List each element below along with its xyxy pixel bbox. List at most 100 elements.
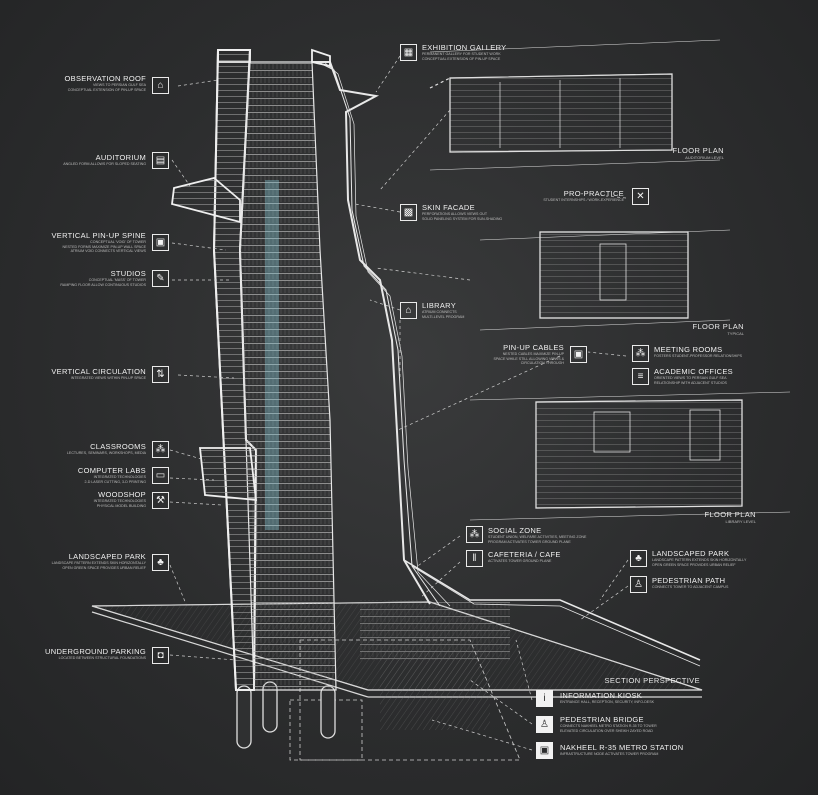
document-icon: ≡ bbox=[632, 368, 649, 385]
train-icon: ▣ bbox=[536, 742, 553, 759]
library-title: LIBRARY bbox=[422, 301, 457, 310]
floor-plan-auditorium-caption: FLOOR PLAN AUDITORIUM LEVEL bbox=[620, 146, 724, 160]
library-sub2: MULTI-LEVEL PROGRAM bbox=[422, 314, 465, 319]
pinup-spine-title: VERTICAL PIN-UP SPINE bbox=[51, 231, 146, 240]
parking-title: UNDERGROUND PARKING bbox=[45, 647, 146, 656]
gallery-icon: ▦ bbox=[400, 44, 417, 61]
underground-parking-label: UNDERGROUND PARKING LOCATED BETWEEN STRU… bbox=[30, 648, 146, 661]
cutlery-icon: ‖ bbox=[466, 550, 483, 567]
woodshop-label: WOODSHOP INTEGRATED TECHNOLOGIES PHYSICA… bbox=[30, 491, 146, 508]
auditorium-cantilever bbox=[171, 177, 241, 224]
pinup-spine-sub3: ATRIUM VOID CONNECTS VERTICAL VIEWS bbox=[70, 249, 146, 254]
kiosk-sub1: ENTRANCE HALL, RECEPTION, SECURITY, INFO… bbox=[560, 700, 654, 704]
fp-typical-title: FLOOR PLAN bbox=[692, 322, 744, 331]
offices-title: ACADEMIC OFFICES bbox=[654, 367, 733, 376]
book-icon: ⌂ bbox=[400, 302, 417, 319]
floor-plan-drawings bbox=[429, 39, 791, 521]
library-label: LIBRARY ATRIUM CONNECTS MULTI-LEVEL PROG… bbox=[422, 302, 464, 319]
pedestrian-bridge-label: PEDESTRIAN BRIDGE CONNECTS NAKHEEL METRO… bbox=[560, 716, 657, 733]
pro-practice-sub1: STUDENT INTERNSHIPS / WORK-EXPERIENCE bbox=[543, 198, 624, 202]
solar-panel-icon: ▩ bbox=[400, 204, 417, 221]
gallery-title: EXHIBITION GALLERY bbox=[422, 43, 507, 52]
woodshop-sub1: INTEGRATED TECHNOLOGIES bbox=[93, 499, 146, 503]
cables-sub3: CIRCULATION THROUGH bbox=[520, 361, 564, 366]
car-icon: ◘ bbox=[152, 647, 169, 664]
pedestrian-icon: ♙ bbox=[536, 716, 553, 733]
circulation-title: VERTICAL CIRCULATION bbox=[51, 367, 146, 376]
fp-auditorium-title: FLOOR PLAN bbox=[672, 146, 724, 155]
observation-roof-sub1: VIEWS TO PERSIAN GULF SEA bbox=[93, 83, 146, 87]
metro-title: NAKHEEL R-35 METRO STATION bbox=[560, 743, 684, 752]
section-perspective-caption: SECTION PERSPECTIVE bbox=[600, 676, 700, 685]
pinup-spine-sub2: NESTED FORMS MAXIMIZE PIN-UP WALL SPACE bbox=[62, 244, 146, 249]
metro-sub1: INFRASTRUCTURE NODE ACTIVATES TOWER PROG… bbox=[560, 752, 659, 756]
tower-core-floors bbox=[239, 61, 337, 691]
tree-icon: ♣ bbox=[152, 554, 169, 571]
fp-typical-sub: TYPICAL bbox=[727, 331, 744, 336]
vertical-pinup-spine-label: VERTICAL PIN-UP SPINE CONCEPTUAL 'VOID' … bbox=[30, 232, 146, 254]
bridge-sub1: CONNECTS NAKHEEL METRO STATION R-35 TO T… bbox=[560, 724, 657, 728]
pinup-cables-label: PIN-UP CABLES NESTED CABLES MAXIMIZE PIN… bbox=[448, 343, 565, 366]
park-left-sub1: LANDSCAPE PATTERN EXTENDS SKIN HORIZONTA… bbox=[51, 561, 146, 565]
meeting-rooms-title: MEETING ROOMS bbox=[654, 345, 723, 354]
classrooms-sub1: LECTURES, SEMINARS, WORKSHOPS, MEDIA bbox=[66, 451, 146, 455]
classrooms-title: CLASSROOMS bbox=[90, 442, 146, 451]
computer-icon: ▭ bbox=[152, 467, 169, 484]
observation-roof-top bbox=[217, 48, 331, 68]
pro-practice-label: PRO-PRACTICE STUDENT INTERNSHIPS / WORK-… bbox=[508, 190, 624, 203]
studio-icon: ✎ bbox=[152, 270, 169, 287]
park-right-title: LANDSCAPED PARK bbox=[652, 549, 730, 558]
studios-sub2: RAMPING FLOOR ALLOW CONTINUOUS STUDIOS bbox=[60, 282, 146, 287]
bridge-title: PEDESTRIAN BRIDGE bbox=[560, 715, 644, 724]
studios-title: STUDIOS bbox=[110, 269, 146, 278]
park-left-title: LANDSCAPED PARK bbox=[68, 552, 146, 561]
section-title: SECTION PERSPECTIVE bbox=[604, 676, 700, 685]
hammer-icon: ⚒ bbox=[152, 492, 169, 509]
computer-labs-title: COMPUTER LABS bbox=[77, 466, 146, 475]
gallery-sub1: PERMANENT GALLERY FOR STUDENT WORK bbox=[422, 52, 501, 56]
computer-labs-label: COMPUTER LABS INTEGRATED TECHNOLOGIES 2-… bbox=[30, 467, 146, 484]
plan-auditorium bbox=[429, 39, 721, 171]
walking-icon: ♙ bbox=[630, 576, 647, 593]
cables-sub2: SPACE WHILE STILL ALLOWING VIEWS & bbox=[493, 356, 565, 361]
tools-icon: ✕ bbox=[632, 188, 649, 205]
plaza-crowd bbox=[360, 600, 510, 730]
woodshop-sub2: PHYSICAL MODEL BUILDING bbox=[96, 503, 146, 508]
metro-station-label: NAKHEEL R-35 METRO STATION INFRASTRUCTUR… bbox=[560, 744, 684, 757]
plan-library bbox=[469, 391, 791, 521]
studios-label: STUDIOS CONCEPTUAL 'MASS' OF TOWER RAMPI… bbox=[30, 270, 146, 287]
tree-icon-right: ♣ bbox=[630, 550, 647, 567]
social-zone-title: SOCIAL ZONE bbox=[488, 526, 542, 535]
tower-right-spine bbox=[312, 61, 701, 667]
pinup-spine-sub1: CONCEPTUAL 'VOID' OF TOWER bbox=[90, 240, 146, 244]
computer-labs-sub1: INTEGRATED TECHNOLOGIES bbox=[93, 475, 146, 479]
path-title: PEDESTRIAN PATH bbox=[652, 576, 726, 585]
foundation-piles bbox=[236, 681, 336, 749]
leader-lines bbox=[169, 55, 629, 751]
observation-roof-label: OBSERVATION ROOF VIEWS TO PERSIAN GULF S… bbox=[30, 75, 146, 92]
classrooms-label: CLASSROOMS LECTURES, SEMINARS, WORKSHOPS… bbox=[30, 443, 146, 456]
cafeteria-title: CAFETERIA / CAFE bbox=[488, 550, 561, 559]
social-zone-sub2: PROGRAM ACTIVATES TOWER GROUND PLANE bbox=[488, 539, 571, 544]
pedestrian-path-label: PEDESTRIAN PATH CONNECTS TOWER TO ADJACE… bbox=[652, 577, 728, 590]
fp-auditorium-sub: AUDITORIUM LEVEL bbox=[685, 155, 724, 160]
academic-offices-label: ACADEMIC OFFICES ORIENTED VIEWS TO PERSI… bbox=[654, 368, 733, 385]
plan-typical bbox=[479, 229, 731, 331]
cable-board-icon: ▣ bbox=[570, 346, 587, 363]
exhibition-gallery-label: EXHIBITION GALLERY PERMANENT GALLERY FOR… bbox=[422, 44, 506, 61]
pro-practice-title: PRO-PRACTICE bbox=[563, 189, 624, 198]
library-sub1: ATRIUM CONNECTS bbox=[422, 310, 457, 314]
bridge-sub2: ELEVATED CIRCULATION OVER SHEIKH ZAYED R… bbox=[560, 728, 653, 733]
auditorium-title: AUDITORIUM bbox=[95, 153, 146, 162]
landscaped-park-left-label: LANDSCAPED PARK LANDSCAPE PATTERN EXTEND… bbox=[20, 553, 146, 570]
park-right-sub2: OPEN GREEN SPACE PROVIDES URBAN RELIEF bbox=[652, 562, 736, 567]
cables-title: PIN-UP CABLES bbox=[503, 343, 564, 352]
fp-library-sub: LIBRARY LEVEL bbox=[725, 519, 756, 524]
info-icon: i bbox=[536, 690, 553, 707]
floor-plan-typical-caption: FLOOR PLAN TYPICAL bbox=[640, 322, 744, 336]
park-right-sub1: LANDSCAPE PATTERN EXTENDS SKIN HORIZONTA… bbox=[652, 558, 747, 562]
information-kiosk-label: INFORMATION KIOSK ENTRANCE HALL, RECEPTI… bbox=[560, 692, 654, 705]
parking-sub1: LOCATED BETWEEN STRUCTURAL FOUNDATIONS bbox=[58, 656, 146, 660]
circulation-sub1: INTEGRATED VIEWS WITHIN PIN-UP SPACE bbox=[70, 376, 146, 380]
